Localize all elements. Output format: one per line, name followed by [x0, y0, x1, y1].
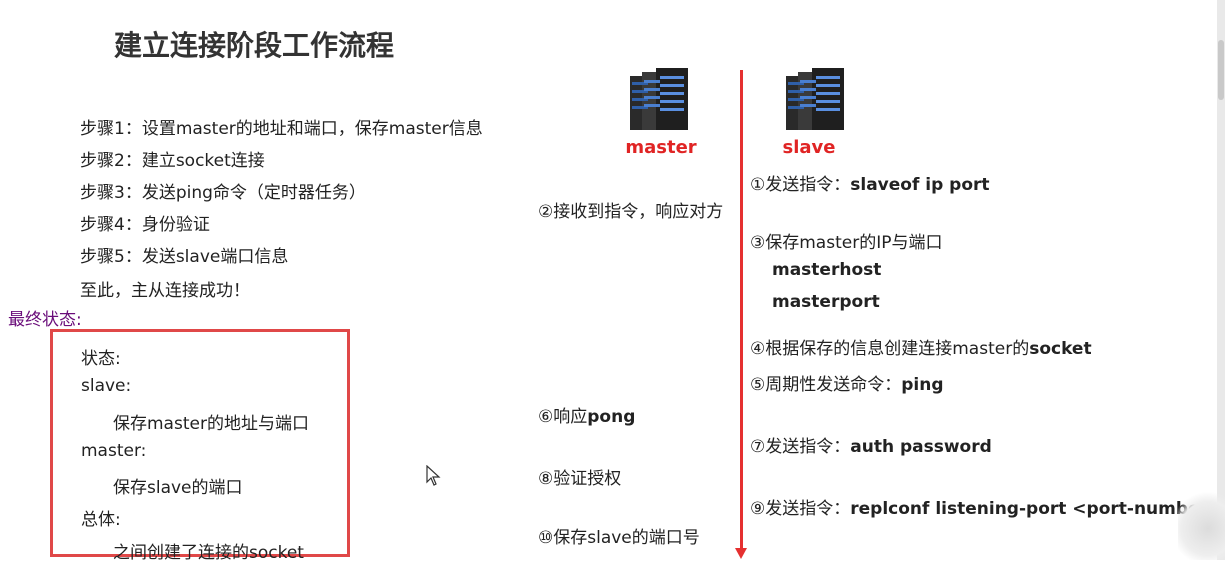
state-line-slave: slave: — [81, 376, 132, 396]
state-line-overall: 总体: — [81, 510, 121, 530]
slave-action-5-prefix: ⑤周期性发送命令： — [750, 375, 902, 395]
step-3: 步骤3：发送ping命令（定时器任务） — [80, 183, 366, 203]
step-1: 步骤1：设置master的地址和端口，保存master信息 — [80, 119, 483, 139]
master-action-8: ⑧验证授权 — [538, 469, 622, 489]
slave-action-4-socket: socket — [1029, 339, 1092, 359]
slave-action-1-prefix: ①发送指令： — [750, 175, 851, 195]
slave-action-3: ③保存master的IP与端口 — [750, 233, 943, 253]
master-action-6: ⑥响应pong — [538, 402, 635, 427]
state-line-status: 状态: — [81, 349, 121, 369]
scroll-thumb[interactable] — [1218, 40, 1224, 100]
server-rack-icon — [630, 68, 688, 130]
slave-action-5-cmd: ping — [901, 375, 944, 395]
master-action-2: ②接收到指令，响应对方 — [538, 202, 724, 222]
slave-action-5: ⑤周期性发送命令：ping — [750, 370, 944, 395]
slave-action-7: ⑦发送指令：auth password — [750, 432, 992, 457]
corner-overlay — [1178, 490, 1225, 560]
state-line-overall-detail: 之间创建了连接的socket — [113, 543, 304, 563]
slave-action-9: ⑨发送指令：replconf listening-port <port-numb… — [750, 494, 1222, 519]
slave-action-3-port: masterport — [772, 292, 880, 312]
slave-action-9-prefix: ⑨发送指令： — [750, 499, 851, 519]
timeline-line — [740, 70, 743, 550]
slave-action-7-cmd: auth password — [850, 437, 992, 457]
slave-action-7-prefix: ⑦发送指令： — [750, 437, 851, 457]
master-action-6-cmd: pong — [587, 407, 636, 427]
master-action-10: ⑩保存slave的端口号 — [538, 528, 700, 548]
master-action-6-prefix: ⑥响应 — [538, 407, 588, 427]
final-state-box: 状态: slave: 保存master的地址与端口 master: 保存slav… — [50, 329, 350, 563]
slave-action-4-prefix: ④根据保存的信息创建连接master的 — [750, 339, 1030, 359]
state-line-slave-detail: 保存master的地址与端口 — [113, 414, 309, 434]
slave-label: slave — [782, 137, 836, 158]
step-success: 至此，主从连接成功！ — [80, 281, 250, 301]
page-title: 建立连接阶段工作流程 — [114, 29, 395, 62]
slave-action-4: ④根据保存的信息创建连接master的socket — [750, 334, 1092, 359]
slave-action-3-host: masterhost — [772, 260, 882, 280]
scrollbar[interactable] — [1217, 0, 1225, 560]
state-line-master: master: — [81, 441, 147, 461]
mouse-cursor-icon — [426, 465, 441, 486]
step-4: 步骤4：身份验证 — [80, 215, 210, 235]
server-rack-icon — [786, 68, 844, 130]
slave-action-9-cmd: replconf listening-port <port-number> — [850, 499, 1223, 519]
master-label: master — [625, 137, 697, 158]
final-state-label: 最终状态: — [8, 310, 82, 330]
timeline-arrow-icon — [735, 548, 747, 559]
slave-action-1: ①发送指令：slaveof ip port — [750, 170, 990, 195]
step-2: 步骤2：建立socket连接 — [80, 151, 265, 171]
state-line-master-detail: 保存slave的端口 — [113, 478, 243, 498]
step-5: 步骤5：发送slave端口信息 — [80, 247, 289, 267]
slave-action-1-cmd: slaveof ip port — [850, 175, 990, 195]
